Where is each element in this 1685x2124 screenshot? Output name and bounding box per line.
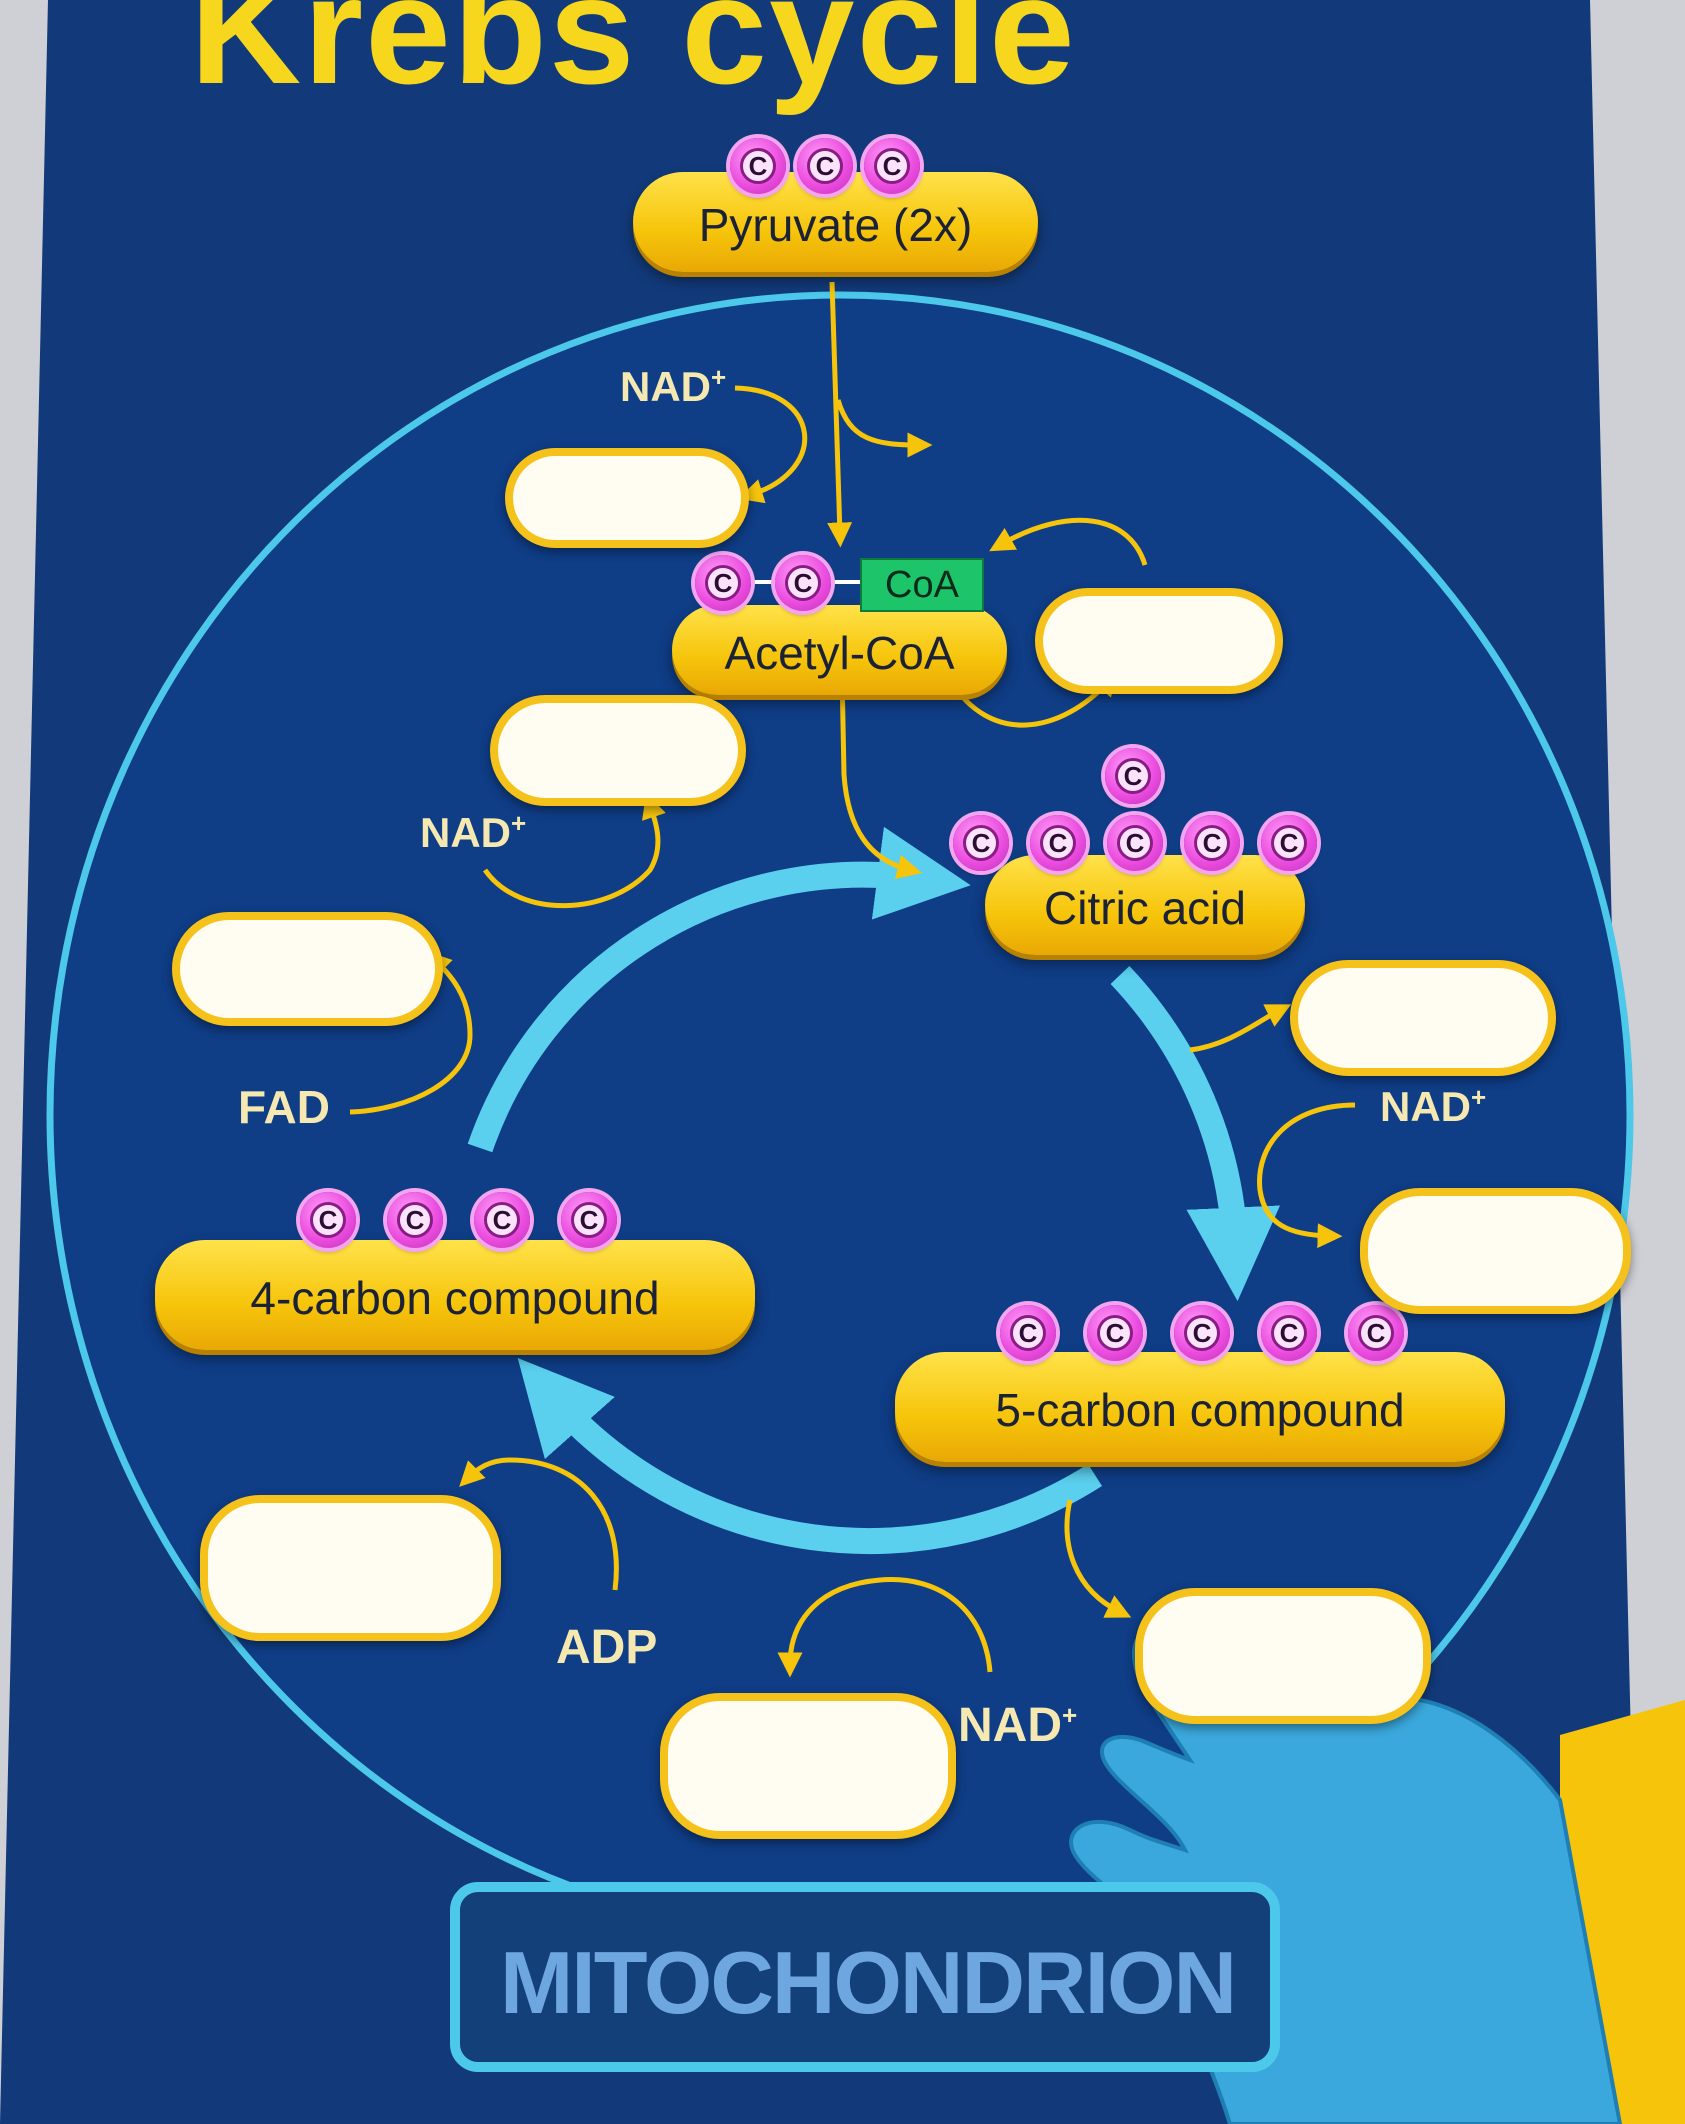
cycle-arrow-3 <box>517 1358 1102 1555</box>
five-carbon-compound-label: 5-carbon compound <box>895 1352 1505 1462</box>
nad-label-3: NAD+ <box>1380 1082 1487 1130</box>
nad-label-2: NAD+ <box>420 808 527 856</box>
answer-slot-6[interactable] <box>1360 1188 1631 1314</box>
carbon-atom-released[interactable]: C <box>1105 748 1161 804</box>
answer-slot-1[interactable] <box>505 448 749 548</box>
answer-slot-3[interactable] <box>490 695 746 806</box>
coa-tag: CoA <box>860 558 984 612</box>
carbon-atom[interactable]: C <box>1348 1305 1404 1361</box>
answer-slot-5[interactable] <box>1290 960 1556 1076</box>
carbon-atom[interactable]: C <box>775 555 831 611</box>
carbon-atom[interactable]: C <box>695 555 751 611</box>
carbon-atom[interactable]: C <box>561 1192 617 1248</box>
carbon-atom[interactable]: C <box>387 1192 443 1248</box>
carbon-atom[interactable]: C <box>730 138 786 194</box>
cycle-arrow-1 <box>467 826 971 1153</box>
nad-label-1: NAD+ <box>620 362 727 410</box>
answer-slot-4[interactable] <box>172 912 443 1026</box>
carbon-atom[interactable]: C <box>474 1192 530 1248</box>
answer-slot-9[interactable] <box>1135 1588 1431 1724</box>
reaction-arrows <box>349 281 1356 1678</box>
nad-label-4: NAD+ <box>958 1699 1078 1752</box>
carbon-atom[interactable]: C <box>1174 1305 1230 1361</box>
citric-acid-label: Citric acid <box>985 855 1305 955</box>
carbon-atom[interactable]: C <box>1261 815 1317 871</box>
fad-label: FAD <box>238 1081 330 1133</box>
cycle-arrow-2 <box>1110 966 1281 1302</box>
mitochondrion-label: MITOCHONDRION <box>500 1933 1237 2032</box>
four-carbon-compound-label: 4-carbon compound <box>155 1240 755 1350</box>
answer-slot-2[interactable] <box>1035 588 1283 694</box>
carbon-atom[interactable]: C <box>1107 815 1163 871</box>
carbon-atom[interactable]: C <box>864 138 920 194</box>
mitochondrion-label-box <box>450 1882 1280 2072</box>
page-title: Krebs cycle <box>190 0 1077 116</box>
carbon-atom[interactable]: C <box>1261 1305 1317 1361</box>
pyruvate-label: Pyruvate (2x) <box>633 172 1038 272</box>
carbon-atom[interactable]: C <box>1000 1305 1056 1361</box>
carbon-atom[interactable]: C <box>1087 1305 1143 1361</box>
carbon-atom[interactable]: C <box>1184 815 1240 871</box>
carbon-atom[interactable]: C <box>1030 815 1086 871</box>
acetyl-coa-label: Acetyl-CoA <box>672 605 1007 695</box>
adp-label: ADP <box>556 1621 658 1674</box>
carbon-atom[interactable]: C <box>300 1192 356 1248</box>
carbon-atom[interactable]: C <box>953 815 1009 871</box>
answer-slot-8[interactable] <box>660 1693 956 1839</box>
answer-slot-7[interactable] <box>200 1495 501 1641</box>
carbon-atom[interactable]: C <box>797 138 853 194</box>
